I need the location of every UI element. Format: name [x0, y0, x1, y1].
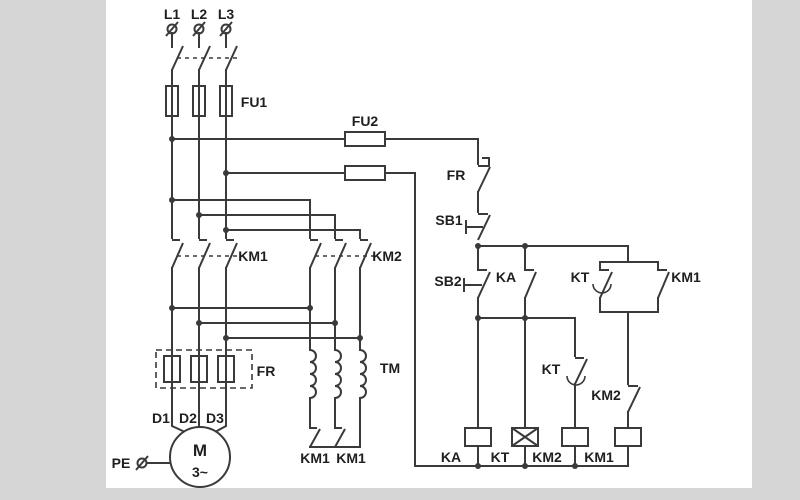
- contactor-km2-label: KM2: [372, 248, 402, 264]
- phase-label-l1: L1: [164, 6, 181, 22]
- thermal-relay-fr-label: FR: [257, 363, 276, 379]
- star-contact-km1-label-1: KM1: [300, 450, 330, 466]
- pe-terminal: [135, 455, 149, 471]
- km1-seal-contact-label: KM1: [671, 269, 701, 285]
- disconnect-switch: [171, 45, 238, 71]
- coil-kt-label: KT: [491, 449, 510, 465]
- ka-no-contact: [524, 269, 537, 299]
- km1-seal-contact: [657, 269, 670, 299]
- kt-delay-contact-upper: [592, 269, 613, 299]
- fuse-fu2-label: FU2: [352, 113, 379, 129]
- coil-kt-cross-icon: [511, 427, 539, 447]
- coil-ka: [464, 427, 492, 447]
- thermal-relay-fr-symbol: [155, 349, 253, 389]
- terminal-l3-icon: [220, 23, 232, 35]
- start-button-sb2: [463, 269, 491, 299]
- km2-interlock-nc-contact: [627, 385, 641, 413]
- kt-delay-contact-lower: [566, 357, 588, 386]
- pe-terminal-icon: [136, 457, 148, 469]
- motor-circle: [169, 426, 231, 488]
- junction-dots: [169, 136, 578, 469]
- terminal-l2-icon: [193, 23, 205, 35]
- coil-row: [464, 427, 642, 447]
- autotransformer-tm-windings: [309, 349, 367, 399]
- start-button-label: SB2: [434, 273, 461, 289]
- terminal-l1-icon: [166, 23, 178, 35]
- motor-symbol: M 3~: [169, 426, 231, 488]
- phase-label-l3: L3: [218, 6, 235, 22]
- delay-arc-icon: [592, 283, 612, 294]
- delay-arc-icon: [566, 375, 586, 386]
- star-contact-km1-label-2: KM1: [336, 450, 366, 466]
- contactor-km2-main-contacts: [309, 239, 374, 269]
- motor-letter: M: [193, 441, 207, 460]
- ka-contact-label: KA: [496, 269, 516, 285]
- fr-contact-label: FR: [447, 167, 466, 183]
- control-circuit-wiring: [384, 138, 659, 467]
- phase-label-l2: L2: [191, 6, 208, 22]
- contactor-km1-main-contacts: [171, 239, 242, 269]
- fuse-fu2-symbol: [344, 131, 386, 181]
- coil-km2-label: KM2: [532, 449, 562, 465]
- coil-ka-label: KA: [441, 449, 461, 465]
- motor-terminal-d3-label: D3: [206, 410, 224, 426]
- supply-terminals: [165, 21, 233, 37]
- fuse-fu1-symbol: [165, 85, 233, 117]
- stop-button-label: SB1: [435, 212, 462, 228]
- motor-phase-mark: 3~: [192, 464, 208, 480]
- stop-button-sb1: [465, 213, 491, 241]
- coil-km2: [561, 427, 589, 447]
- fuse-fu1-label: FU1: [241, 94, 268, 110]
- contactor-km1-label: KM1: [238, 248, 268, 264]
- star-point-km1-contacts: [309, 427, 346, 448]
- main-circuit-wiring: [146, 32, 361, 464]
- coil-km1: [614, 427, 642, 447]
- kt-contact-lower-label: KT: [542, 361, 561, 377]
- fr-nc-contact: [477, 157, 491, 193]
- motor-terminal-d1-label: D1: [152, 410, 170, 426]
- paper-background: [106, 0, 752, 488]
- coil-km1-label: KM1: [584, 449, 614, 465]
- coil-kt: [511, 427, 539, 447]
- motor-terminal-d2-label: D2: [179, 410, 197, 426]
- kt-contact-upper-label: KT: [571, 269, 590, 285]
- pe-ground-label: PE: [112, 455, 131, 471]
- km2-interlock-label: KM2: [591, 387, 621, 403]
- autotransformer-tm-label: TM: [380, 360, 400, 376]
